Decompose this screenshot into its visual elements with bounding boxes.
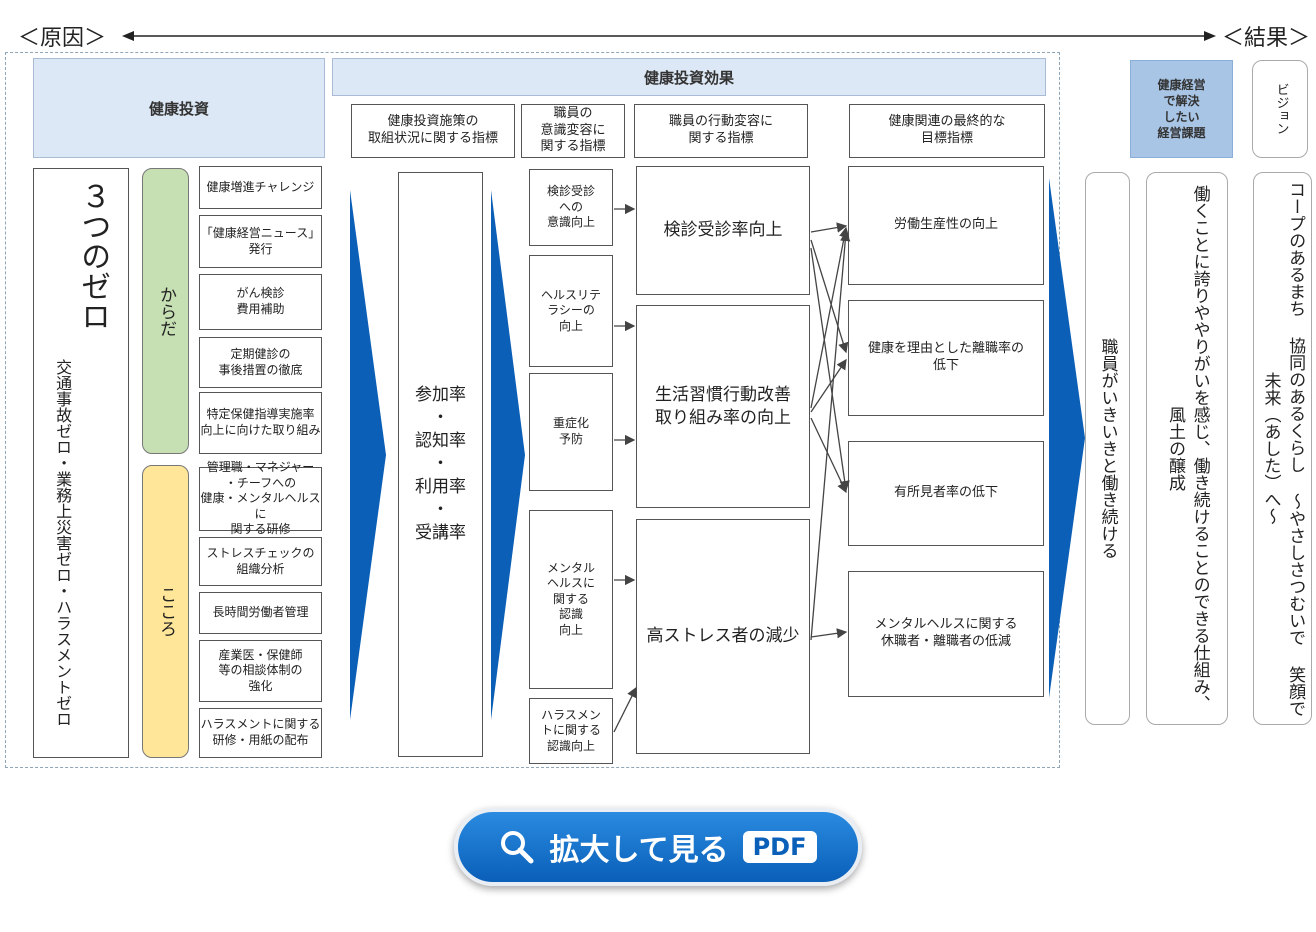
awareness-item: 検診受診 への 意識向上 bbox=[529, 169, 613, 246]
measure-item: 「健康経営ニュース」 発行 bbox=[199, 215, 322, 268]
measure-item: 健康増進チャレンジ bbox=[199, 166, 322, 209]
behavior-item: 高ストレス者の減少 bbox=[636, 519, 810, 754]
issue-text2-box: 働くことに誇りややりがいを感じ、働き続けることのできる仕組み、風土の醸成 bbox=[1146, 172, 1228, 725]
vision-text-box: コープのあるまち 協同のあるくらし ～やさしさつむいで 笑顔で未来（あした）へ～ bbox=[1253, 172, 1312, 725]
subheader-measure-indicators: 健康投資施策の 取組状況に関する指標 bbox=[351, 104, 515, 158]
goal-item: 健康を理由とした離職率の 低下 bbox=[848, 300, 1044, 416]
issue-text2: 働くことに誇りややりがいを感じ、働き続けることのできる仕組み、風土の醸成 bbox=[1165, 185, 1210, 712]
category-mind: こころ bbox=[142, 465, 189, 758]
three-zeros-title: ３つのゼロ bbox=[75, 181, 111, 331]
subheader-awareness-indicators: 職員の 意識変容に 関する指標 bbox=[521, 104, 625, 158]
three-zeros-box: ３つのゼロ 交通事故ゼロ・業務上災害ゼロ・ハラスメントゼロ bbox=[33, 168, 129, 758]
result-heading: ＜結果＞ bbox=[1222, 26, 1311, 51]
flow-arrow-1 bbox=[350, 190, 386, 720]
measure-item: 管理職・マネジャー ・チーフへの 健康・メンタルヘルスに 関する研修 bbox=[199, 460, 322, 537]
pdf-badge: PDF bbox=[742, 831, 817, 863]
measure-item: ストレスチェックの 組織分析 bbox=[199, 537, 322, 586]
header-effects: 健康投資効果 bbox=[332, 58, 1046, 96]
awareness-item: メンタル ヘルスに 関する 認識 向上 bbox=[529, 510, 613, 689]
zoom-pdf-label: 拡大して見る bbox=[549, 833, 729, 868]
three-zeros-subtitle: 交通事故ゼロ・業務上災害ゼロ・ハラスメントゼロ bbox=[53, 359, 73, 727]
goal-item: 労働生産性の向上 bbox=[848, 166, 1044, 285]
goal-item: メンタルヘルスに関する 休職者・離職者の低減 bbox=[848, 571, 1044, 697]
cause-result-double-arrow bbox=[122, 31, 1216, 41]
goal-item: 有所見者率の低下 bbox=[848, 441, 1044, 546]
flow-arrow-3 bbox=[1049, 178, 1085, 698]
cause-heading: ＜原因＞ bbox=[18, 26, 107, 51]
category-body: からだ bbox=[142, 168, 189, 454]
measure-item: ハラスメントに関する 研修・用紙の配布 bbox=[199, 708, 322, 758]
header-issues: 健康経営 で解決 したい 経営課題 bbox=[1130, 60, 1233, 158]
measure-item: がん検診 費用補助 bbox=[199, 274, 322, 330]
measure-item: 長時間労働者管理 bbox=[199, 592, 322, 634]
awareness-item: 重症化 予防 bbox=[529, 373, 613, 491]
zoom-pdf-button[interactable]: 拡大して見る PDF bbox=[454, 808, 862, 886]
issue-text-box: 職員がいきいきと働き続ける bbox=[1085, 172, 1130, 725]
awareness-item: ヘルスリテ ラシーの 向上 bbox=[529, 255, 613, 367]
search-icon bbox=[501, 831, 534, 864]
measure-item: 特定保健指導実施率 向上に向けた取り組み bbox=[199, 392, 322, 454]
rates-box: 参加率 ・ 認知率 ・ 利用率 ・ 受講率 bbox=[398, 172, 483, 757]
awareness-item: ハラスメン トに関する 認識向上 bbox=[529, 698, 613, 764]
behavior-item: 生活習慣行動改善 取り組み率の向上 bbox=[636, 305, 810, 508]
subheader-behavior-indicators: 職員の行動変容に 関する指標 bbox=[634, 104, 808, 158]
issue-text: 職員がいきいきと働き続ける bbox=[1097, 338, 1118, 559]
subheader-goal-indicators: 健康関連の最終的な 目標指標 bbox=[849, 104, 1045, 158]
flow-arrow-2 bbox=[491, 190, 525, 720]
header-investment: 健康投資 bbox=[33, 58, 325, 158]
header-vision: ビジョン bbox=[1252, 60, 1308, 158]
vision-text: コープのあるまち 協同のあるくらし ～やさしさつむいで 笑顔で未来（あした）へ～ bbox=[1260, 180, 1306, 717]
measure-item: 定期健診の 事後措置の徹底 bbox=[199, 337, 322, 388]
behavior-item: 検診受診率向上 bbox=[636, 166, 810, 295]
measure-item: 産業医・保健師 等の相談体制の 強化 bbox=[199, 640, 322, 702]
